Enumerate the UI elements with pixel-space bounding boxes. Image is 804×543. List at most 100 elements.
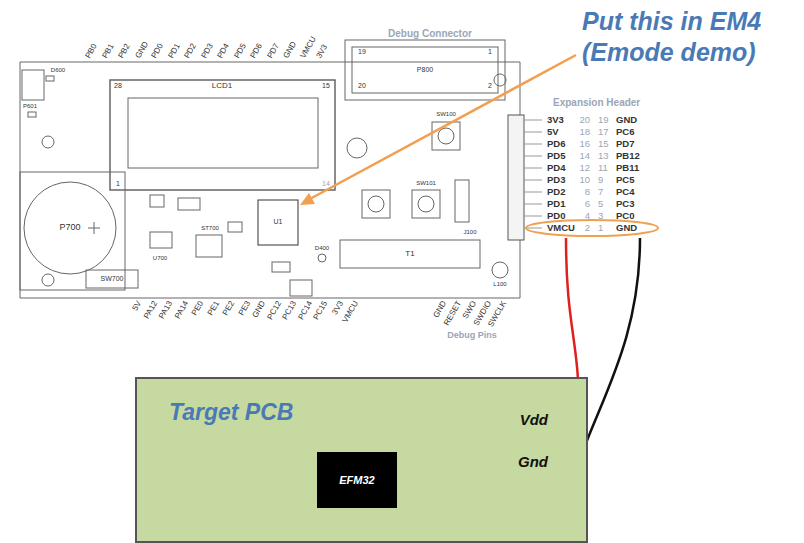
- pin-name: PD1: [167, 42, 182, 60]
- pin-trace: [524, 120, 542, 121]
- ic: [150, 232, 172, 248]
- pin-name: PC15: [312, 300, 330, 322]
- pin-name: PD0: [150, 42, 165, 60]
- battery-holder: [20, 172, 125, 290]
- pin-number: 14: [579, 151, 590, 161]
- pin-name: PB11: [616, 163, 639, 173]
- smd-part: [28, 112, 36, 117]
- pin-name: PE0: [191, 300, 206, 317]
- pin-number: 8: [585, 187, 590, 197]
- part-name: L100: [493, 281, 506, 288]
- smd-part: [228, 222, 242, 232]
- pin-name: PD3: [547, 175, 565, 185]
- pin-name: PE2: [222, 300, 237, 317]
- push-button-cap: [418, 196, 434, 212]
- pin-name: GND: [616, 223, 637, 233]
- pin-number: 1: [598, 223, 603, 233]
- pin-name: PC3: [616, 199, 634, 209]
- pin-name: PD4: [216, 42, 231, 60]
- pin-number: 20: [358, 82, 366, 90]
- pin-name: VMCU: [547, 223, 575, 233]
- part-name: LCD1: [212, 82, 232, 91]
- pin-name: PD7: [266, 42, 281, 60]
- pin-trace: [524, 132, 542, 133]
- callout-text: Put this in EM4 (Emode demo): [582, 6, 802, 69]
- pin-trace: [524, 168, 542, 169]
- switch: [86, 270, 138, 288]
- push-button: [362, 190, 390, 218]
- part-name: SW101: [416, 180, 436, 187]
- pin-name: PC6: [616, 127, 634, 137]
- pin-number: 15: [322, 82, 330, 90]
- push-button-cap: [368, 196, 384, 212]
- pin-name: PD5: [547, 151, 565, 161]
- mcu-chip: EFM32: [317, 452, 397, 508]
- pin-number: 11: [598, 163, 608, 173]
- pin-number: 12: [579, 163, 590, 173]
- usb-connector: [290, 280, 312, 296]
- mount-hole: [42, 136, 54, 148]
- smd-part: [46, 76, 54, 81]
- debug-connector: [345, 40, 505, 100]
- pin-number: 19: [598, 115, 609, 125]
- expansion-connector: [508, 115, 524, 240]
- part-name: SW700: [101, 275, 124, 283]
- pin-name: GND: [282, 40, 299, 60]
- pin-name: PD4: [547, 163, 565, 173]
- pin-name: PC4: [616, 187, 634, 197]
- pin-name: PD7: [616, 139, 634, 149]
- pin-name: 3V3: [331, 300, 346, 317]
- part-name: J100: [463, 229, 476, 236]
- part-name: ST700: [201, 225, 219, 232]
- pin-name: PA14: [173, 300, 190, 321]
- pin-name: PC12: [266, 300, 284, 322]
- pin-name: GND: [616, 115, 637, 125]
- pin-name: PA13: [158, 300, 175, 321]
- pin-name: PD5: [233, 42, 248, 60]
- part-name: P700: [59, 223, 80, 233]
- pin-name: PD2: [547, 187, 565, 197]
- lcd-outline: [110, 80, 335, 190]
- usb-connector: [22, 70, 44, 100]
- black-wire: [579, 238, 640, 462]
- pin-name: PD2: [183, 42, 198, 60]
- pin-number: 19: [358, 48, 366, 56]
- coin-cell: [24, 182, 116, 274]
- part-name: P601: [23, 103, 37, 110]
- pin-name: PC13: [281, 300, 299, 322]
- pin-number: 14: [322, 180, 330, 188]
- debug-connector-shroud: [352, 47, 498, 93]
- pin-number: 2: [488, 82, 492, 90]
- pin-number: 3: [598, 211, 603, 221]
- pin-name: PD0: [547, 211, 565, 221]
- pin-name: PB2: [117, 43, 132, 60]
- pin-number: 17: [598, 127, 609, 137]
- capacitor: [347, 138, 367, 158]
- push-button: [412, 190, 440, 218]
- pin-name: GND: [134, 40, 151, 60]
- pin-trace: [524, 180, 542, 181]
- section-title: Debug Pins: [447, 331, 497, 341]
- mcu-u1: [258, 200, 298, 245]
- pin-name: 3V3: [315, 43, 330, 60]
- pin-name: PB0: [84, 43, 99, 60]
- part-name: SW100: [436, 111, 456, 118]
- pin-trace: [524, 192, 542, 193]
- pin-name: PB12: [616, 151, 640, 161]
- lcd-glass: [128, 98, 318, 168]
- pin-name: PD3: [200, 42, 215, 60]
- highlight-ellipse: [526, 220, 658, 236]
- pin-trace: [524, 216, 542, 217]
- crystal: [196, 235, 222, 257]
- section-title: Debug Connector: [388, 28, 472, 39]
- pin-name: PD6: [249, 42, 264, 60]
- part-name: U700: [153, 255, 167, 262]
- mount-hole: [42, 274, 54, 286]
- pin-name: PC14: [297, 300, 315, 322]
- part-name: T1: [405, 250, 414, 259]
- pin-label: Gnd: [518, 454, 548, 471]
- pin-name: PB1: [101, 43, 116, 60]
- pin-number: 10: [579, 175, 590, 185]
- pin-label: Vdd: [520, 412, 548, 429]
- pin-number: 15: [598, 139, 609, 149]
